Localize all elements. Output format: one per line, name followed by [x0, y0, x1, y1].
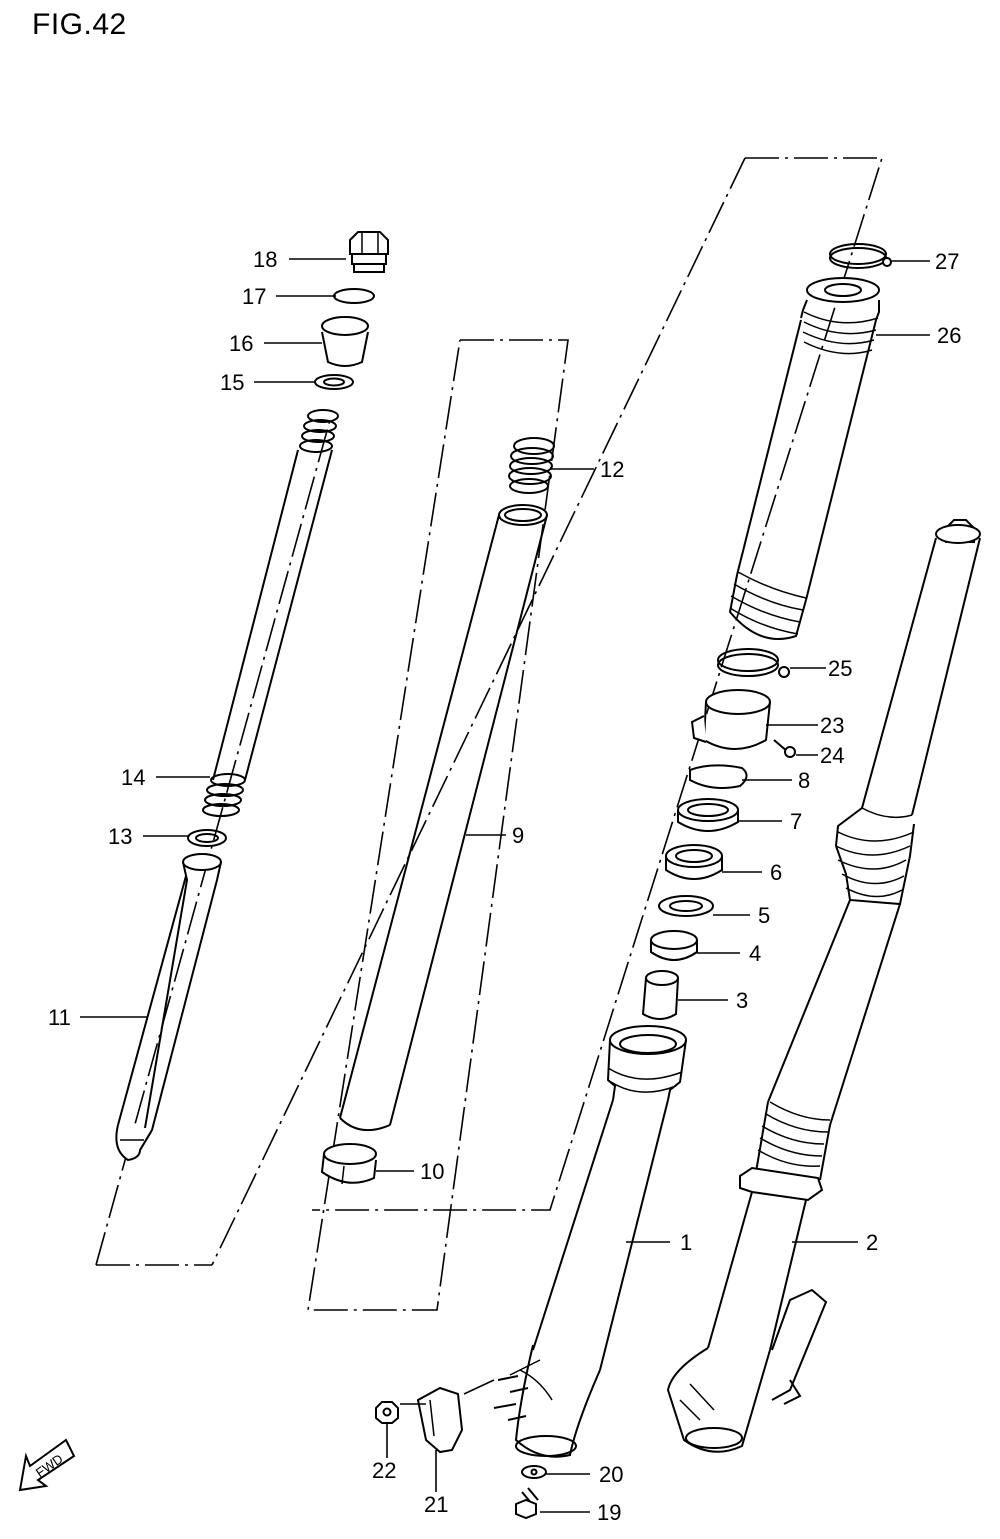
part-washer-5	[658, 895, 714, 917]
part-spacer	[321, 316, 369, 367]
part-inner-tube	[339, 504, 548, 1132]
part-bushing-4	[650, 930, 698, 961]
part-damper-rod	[202, 409, 339, 817]
callout-15: 15	[220, 370, 244, 395]
callout-24: 24	[820, 743, 844, 768]
part-o-ring	[333, 288, 375, 304]
part-axle-holder-21	[416, 1386, 464, 1454]
part-dust-seal-7	[677, 798, 739, 832]
callout-25: 25	[828, 656, 852, 681]
frame-link	[211, 157, 746, 1266]
callout-7: 7	[790, 809, 802, 834]
part-screw-24	[773, 739, 796, 758]
callout-16: 16	[229, 331, 253, 356]
callout-27: 27	[935, 249, 959, 274]
callout-13: 13	[108, 824, 132, 849]
part-holder-23	[690, 689, 771, 750]
part-clip-8	[689, 764, 748, 789]
callout-14: 14	[121, 765, 145, 790]
callout-8: 8	[798, 768, 810, 793]
part-cap-bolt	[349, 231, 389, 273]
callout-23: 23	[820, 713, 844, 738]
part-clamp-25	[717, 648, 790, 678]
callout-21: 21	[424, 1492, 448, 1517]
part-nut-22	[375, 1401, 399, 1424]
part-bolt-19	[515, 1487, 539, 1520]
part-outer-tube-1	[509, 1025, 687, 1458]
part-bushing-10	[320, 1143, 377, 1185]
callout-20: 20	[599, 1462, 623, 1487]
callout-6: 6	[770, 860, 782, 885]
callout-labels: 1 2 3 4 5 6 7 8 9 10 11 12 13 14 15 16 1…	[48, 247, 961, 1525]
figure-title: FIG.42	[32, 8, 127, 41]
part-bushing-3	[641, 970, 679, 1020]
callout-4: 4	[749, 941, 761, 966]
callout-17: 17	[242, 284, 266, 309]
assembly-frames	[95, 157, 884, 1311]
frame-right-fork-tube	[312, 157, 884, 1211]
callout-3: 3	[736, 988, 748, 1013]
callout-19: 19	[597, 1500, 621, 1525]
part-boot	[728, 277, 880, 640]
callout-26: 26	[937, 323, 961, 348]
part-fork-spring-12	[508, 437, 555, 494]
part-clamp-27	[829, 243, 892, 269]
part-oil-seal-6	[665, 844, 723, 880]
part-washer-20	[521, 1465, 547, 1479]
part-fork-assembly-2	[666, 519, 981, 1453]
part-cylinder	[115, 853, 222, 1162]
callout-22: 22	[372, 1458, 396, 1483]
leader-lines	[80, 258, 930, 1513]
part-ring-13	[187, 829, 227, 847]
callout-11: 11	[48, 1005, 71, 1030]
frame-outer-tube	[307, 339, 569, 1311]
callout-5: 5	[758, 903, 770, 928]
fwd-arrow: FWD	[18, 1438, 76, 1492]
callout-9: 9	[512, 823, 524, 848]
callout-10: 10	[420, 1159, 444, 1184]
part-washer-15	[314, 374, 354, 390]
callout-12: 12	[600, 457, 624, 482]
part-axle-studs	[493, 1375, 529, 1421]
callout-2: 2	[866, 1230, 878, 1255]
callout-1: 1	[680, 1230, 692, 1255]
callout-18: 18	[253, 247, 277, 272]
